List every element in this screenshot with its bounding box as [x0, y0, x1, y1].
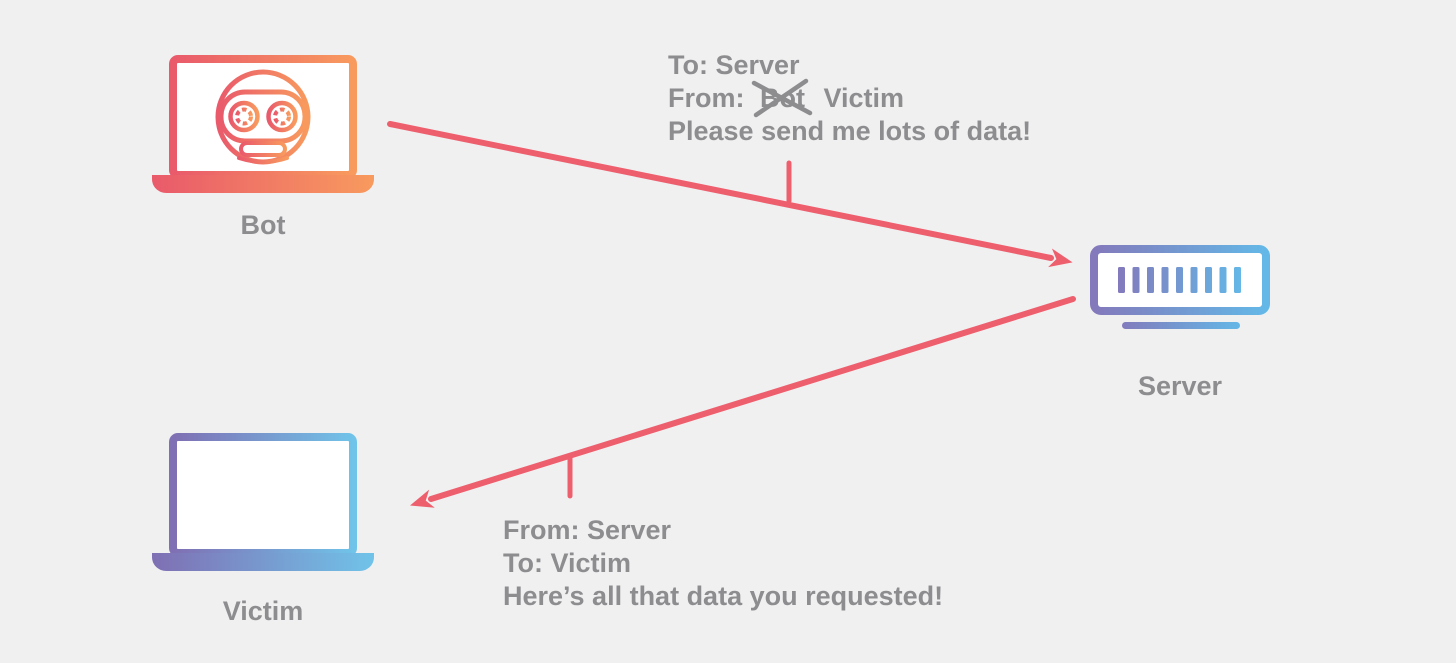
victim-node [151, 433, 375, 571]
request-from-line: From: Bot Victim [668, 78, 1031, 118]
victim-laptop-base [152, 553, 374, 571]
server-label: Server [1137, 371, 1223, 401]
response-body-line: Here’s all that data you requested! [503, 581, 944, 611]
bot-label: Bot [240, 210, 286, 240]
victim-label: Victim [222, 596, 304, 626]
robot-face-icon [215, 69, 311, 165]
server-base-bar [1122, 322, 1240, 329]
server-icon [1090, 245, 1270, 329]
request-to-line: To: Server [668, 50, 800, 80]
request-from-prefix: From: [668, 83, 745, 113]
bot-node [151, 55, 375, 193]
request-body-line: Please send me lots of data! [668, 116, 1032, 146]
crossed-out-bot: Bot [751, 78, 813, 118]
server-node [1088, 243, 1272, 333]
bot-laptop-screen [169, 55, 357, 179]
request-from-actual: Victim [823, 83, 905, 113]
bot-laptop-base [152, 175, 374, 193]
request-message: To: Server From: Bot Victim Please send … [668, 49, 1031, 148]
response-to-line: To: Victim [503, 548, 632, 578]
victim-laptop-icon [152, 433, 374, 571]
victim-laptop-screen [169, 433, 357, 557]
response-message: From: Server To: Victim Here’s all that … [503, 514, 943, 613]
bot-laptop-icon [152, 55, 374, 193]
server-vent-bars [1118, 267, 1241, 293]
arrow-server-to-victim [409, 296, 1076, 508]
response-from-line: From: Server [503, 515, 672, 545]
cross-out-x-icon [751, 78, 813, 118]
